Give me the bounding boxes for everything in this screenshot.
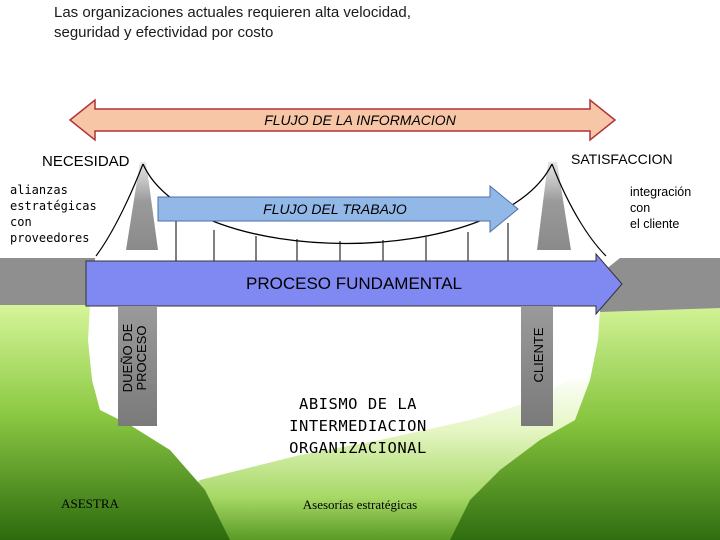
left-cliff xyxy=(0,305,230,540)
work-flow-label: FLUJO DEL TRABAJO xyxy=(263,201,407,217)
need-label: NECESIDAD xyxy=(42,153,130,170)
right-cliff-top xyxy=(600,258,720,312)
right-tower xyxy=(537,162,571,250)
client-integration-label: integración con el cliente xyxy=(630,185,692,231)
client-label: CLIENTE xyxy=(531,327,546,383)
right-cliff xyxy=(450,305,720,540)
right-backstay xyxy=(551,163,607,257)
process-arrow xyxy=(85,252,623,316)
process-owner-label: DUEÑO DE PROCESO xyxy=(120,323,149,393)
asestra-label: ASESTRA xyxy=(61,496,119,511)
owner-pillar xyxy=(118,306,157,426)
client-pillar xyxy=(521,306,553,426)
abyss-label: ABISMO DE LA INTERMEDIACION ORGANIZACION… xyxy=(289,395,427,457)
core-process-label: PROCESO FUNDAMENTAL xyxy=(246,274,462,293)
page-title: Las organizaciones actuales requieren al… xyxy=(54,4,411,41)
information-flow-label: FLUJO DE LA INFORMACION xyxy=(264,112,456,128)
left-cliff-top xyxy=(0,258,95,305)
left-tower xyxy=(126,162,158,250)
left-backstay xyxy=(95,163,144,257)
information-flow-arrow xyxy=(68,98,617,142)
satisfaction-label: SATISFACCION xyxy=(571,151,673,167)
alliances-label: alianzas estratégicas con proveedores xyxy=(10,183,97,245)
work-flow-arrow xyxy=(157,184,519,234)
strategic-advisory-label: Asesorías estratégicas xyxy=(302,497,418,512)
hangers xyxy=(175,218,509,262)
